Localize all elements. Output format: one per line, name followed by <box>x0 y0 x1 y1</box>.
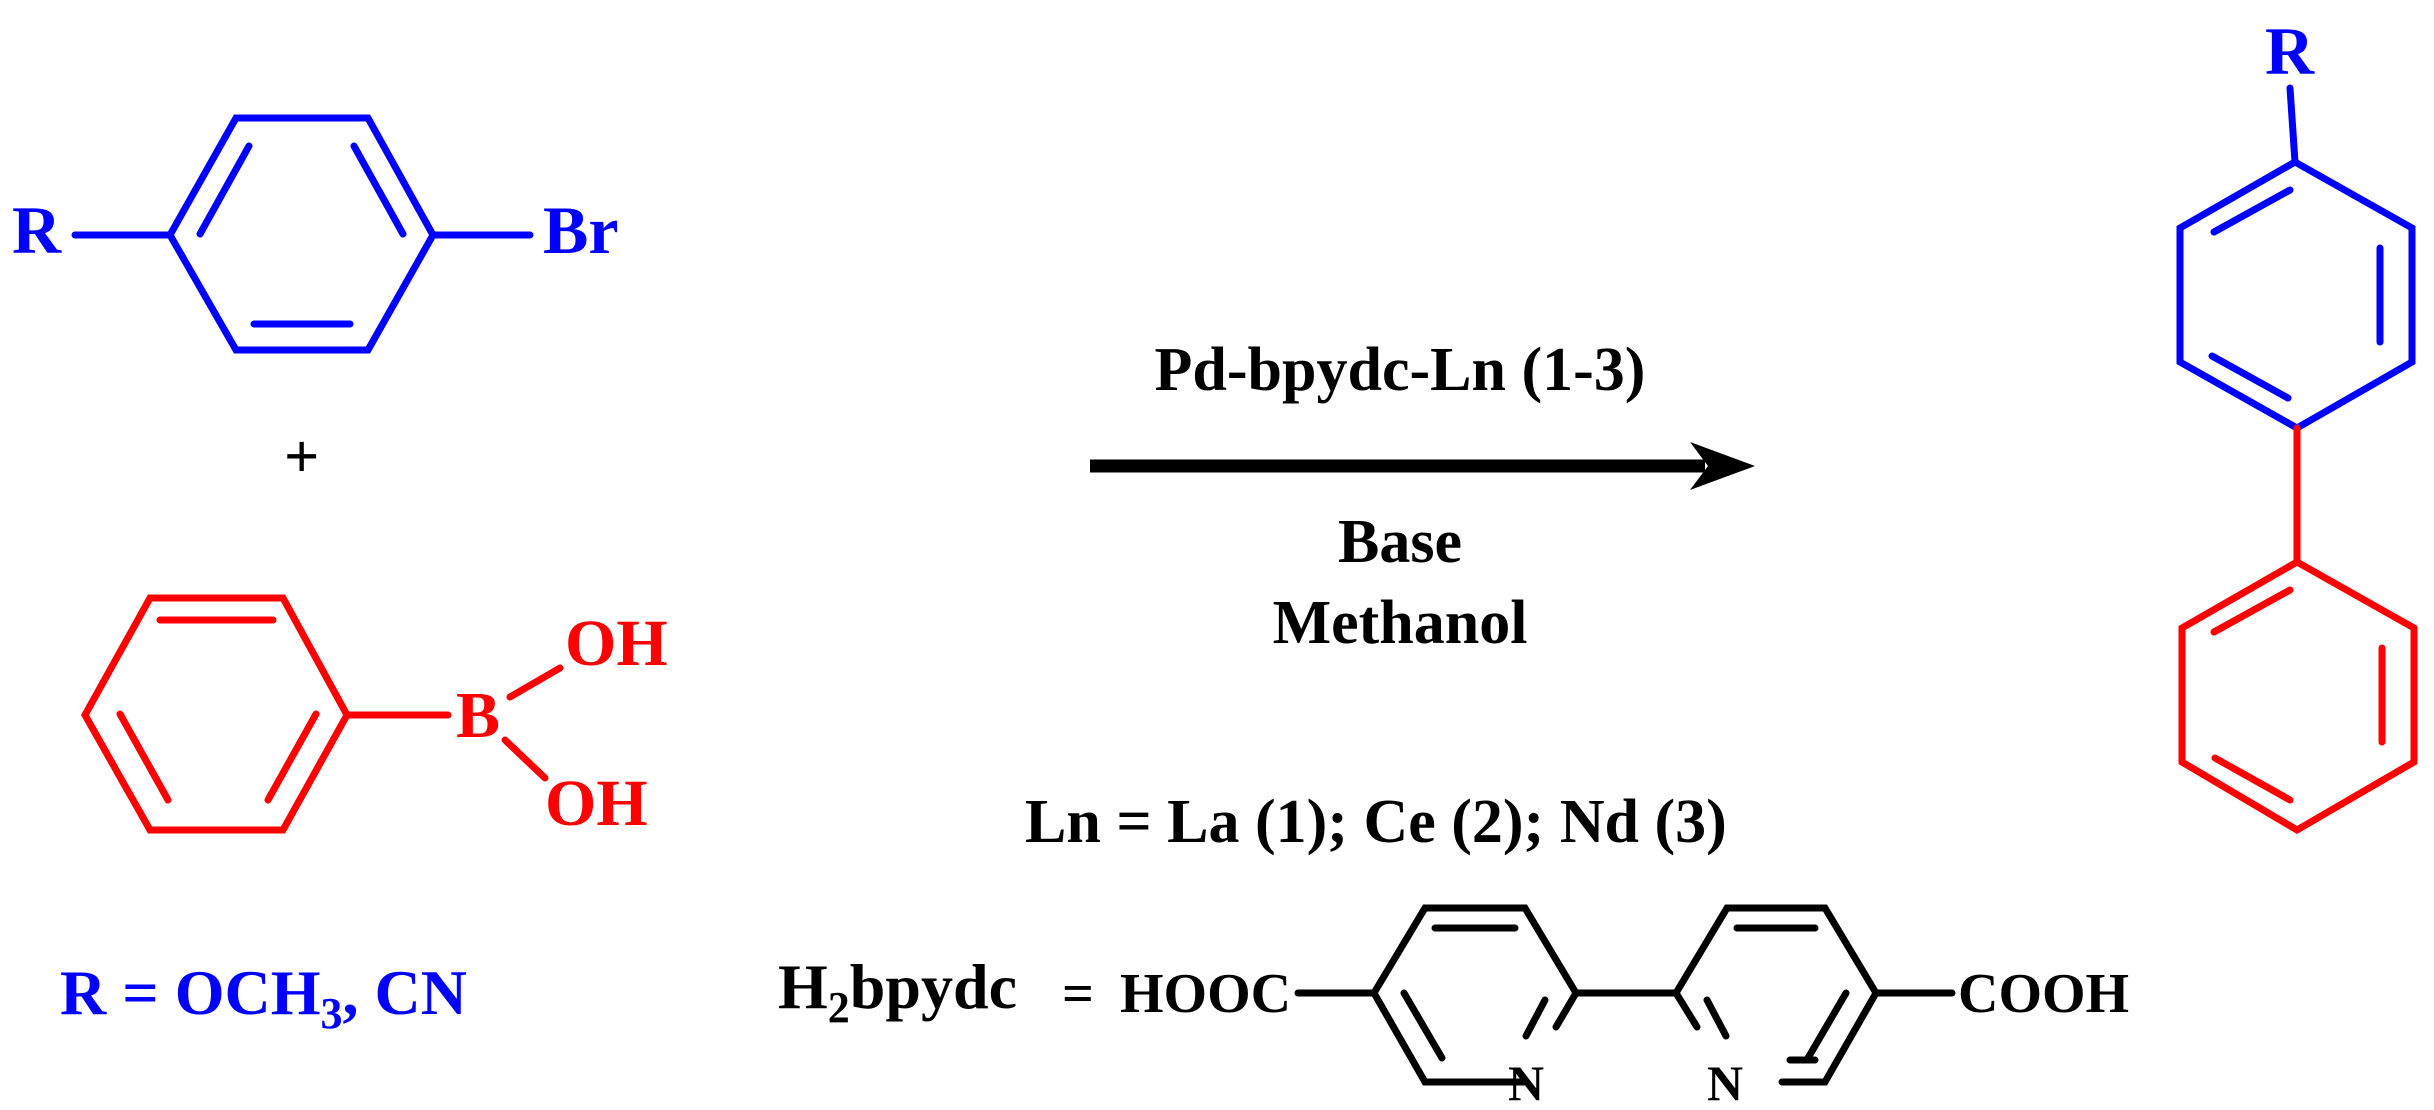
pyridine-nitrogen-right-label: N <box>1707 1055 1743 1110</box>
base-label: Base <box>1338 508 1462 576</box>
hydroxyl-top-label: OH <box>565 607 668 680</box>
solvent-label: Methanol <box>1273 589 1528 657</box>
r-definition: R = OCH3, CN <box>60 957 467 1038</box>
carboxyl-left-label: HOOC <box>1120 963 1291 1025</box>
carboxyl-right-label: COOH <box>1958 963 2129 1025</box>
ln-definition: Ln = La (1); Ce (2); Nd (3) <box>1025 788 1727 856</box>
product-substituent-r-label: R <box>2265 13 2315 89</box>
biaryl-product-structure: R <box>2176 13 2418 835</box>
bromine-label: Br <box>543 192 619 268</box>
reaction-arrow <box>1090 442 1755 490</box>
h2bpydc-ligand-structure: H2bpydc = HOOC N N COOH <box>778 904 2129 1110</box>
plus-sign: + <box>284 423 319 491</box>
ligand-name-label: H2bpydc <box>778 951 1017 1032</box>
aryl-bromide-structure: R Br <box>12 114 619 354</box>
catalyst-label: Pd-bpydc-Ln (1-3) <box>1155 336 1646 404</box>
ligand-equals-sign: = <box>1062 963 1094 1025</box>
hydroxyl-bottom-label: OH <box>545 767 648 840</box>
boron-label: B <box>456 679 500 752</box>
pyridine-nitrogen-left-label: N <box>1508 1055 1544 1110</box>
phenylboronic-acid-structure: B OH OH <box>80 594 668 840</box>
substituent-r-label: R <box>12 192 62 268</box>
